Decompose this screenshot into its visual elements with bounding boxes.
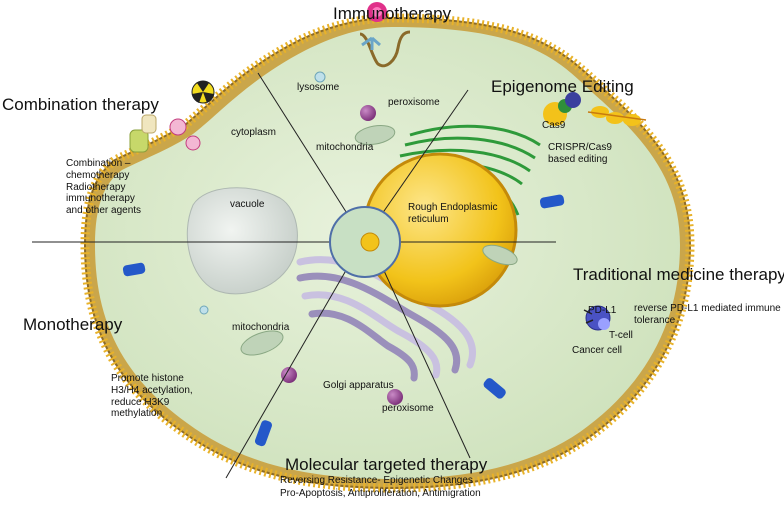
mitochondria-right-shape <box>482 244 518 266</box>
traditional-description: reverse PD-L1 mediated immune tolerance <box>634 303 781 326</box>
monotherapy-title: Monotherapy <box>23 315 123 334</box>
traditional-illustration <box>583 305 611 331</box>
peroxisome-top-label: peroxisome <box>388 97 440 108</box>
pdl1-label: PD-L1 <box>588 305 617 316</box>
immunotherapy-illustration <box>361 2 387 50</box>
cas9-label: Cas9 <box>542 120 566 131</box>
peroxisome-bottom-label: peroxisome <box>382 403 434 414</box>
mitochondria-bottom-shape <box>240 330 284 356</box>
monotherapy-description: Promote histone H3/H4 acetylation, reduc… <box>111 373 193 420</box>
peroxisome-mid-shape <box>281 367 297 383</box>
combination-illustration <box>129 80 215 153</box>
cytoplasm-label: cytoplasm <box>231 127 277 138</box>
combination-description: Combination – chemotherapy Radiotherapy … <box>66 158 142 217</box>
immunotherapy-title: Immunotherapy <box>333 4 452 23</box>
membrane-channels <box>122 194 565 447</box>
central-hub-nucleus <box>360 232 380 252</box>
combination-therapy-title: Combination therapy <box>2 95 159 114</box>
membrane-notch <box>359 30 411 68</box>
mitochondria-top-label: mitochondria <box>316 142 374 153</box>
traditional-medicine-title: Traditional medicine therapy <box>573 265 784 284</box>
vacuole-label: vacuole <box>230 199 265 210</box>
tcell-label: T-cell <box>609 330 633 341</box>
mitochondria-bottom-label: mitochondria <box>232 322 290 333</box>
epigenome-editing-title: Epigenome Editing <box>491 77 634 96</box>
epigenome-description: CRISPR/Cas9 based editing <box>548 142 612 165</box>
sector-lines <box>32 72 556 479</box>
molecular-description-line1: Reversing Resistance- Epigenetic Changes <box>280 475 473 486</box>
mitochondria-top-shape <box>354 124 396 146</box>
lysosome-label: lysosome <box>297 82 340 93</box>
lysosome-small-shape <box>199 305 209 315</box>
vacuole <box>186 187 298 295</box>
cancer-cell-label: Cancer cell <box>572 345 623 356</box>
epigenome-illustration <box>543 92 647 126</box>
golgi-label: Golgi apparatus <box>323 380 394 391</box>
peroxisome-top-shape <box>360 105 376 121</box>
molecular-description-line2: Pro-Apoptosis, Antiproliferation, Antimi… <box>280 488 481 499</box>
lysosome-shape <box>314 71 326 83</box>
rough-er-label: Rough Endoplasmic reticulum <box>408 202 498 225</box>
molecular-targeted-title: Molecular targeted therapy <box>285 455 488 474</box>
peroxisome-bottom-shape <box>387 389 403 405</box>
